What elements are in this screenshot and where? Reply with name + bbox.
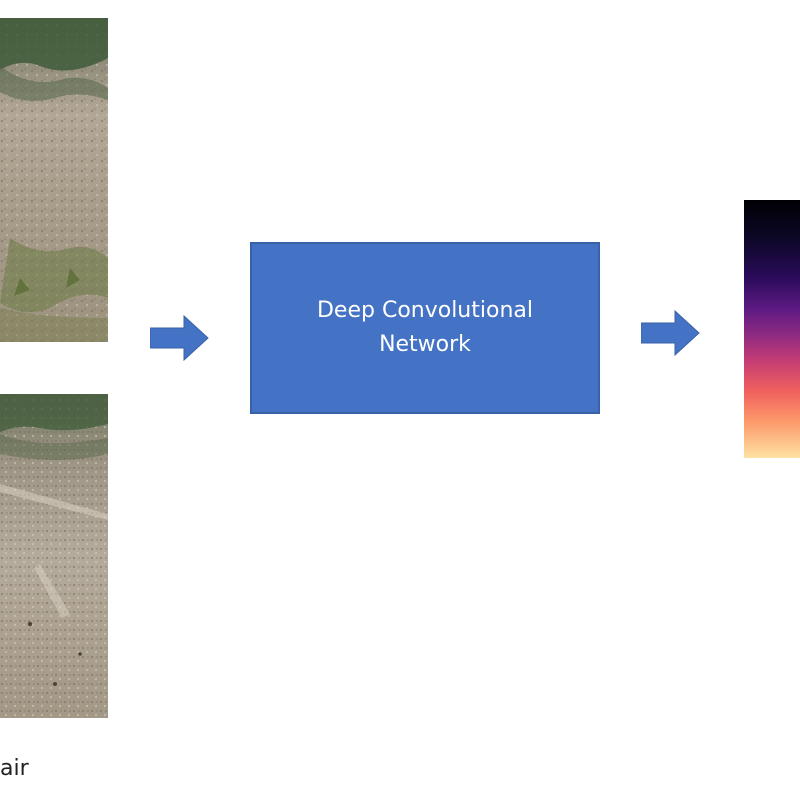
- input-image-top: [0, 18, 108, 342]
- caption-text: air: [0, 756, 29, 781]
- input-image-bottom: [0, 394, 108, 718]
- deep-convolutional-network-box: Deep Convolutional Network: [250, 242, 600, 414]
- right-arrow-icon: [640, 309, 701, 357]
- output-depth-map: [744, 200, 800, 458]
- network-label: Deep Convolutional Network: [295, 294, 555, 362]
- right-arrow-icon: [149, 314, 210, 362]
- network-label-line2: Network: [379, 332, 471, 357]
- network-label-line1: Deep Convolutional: [316, 298, 533, 323]
